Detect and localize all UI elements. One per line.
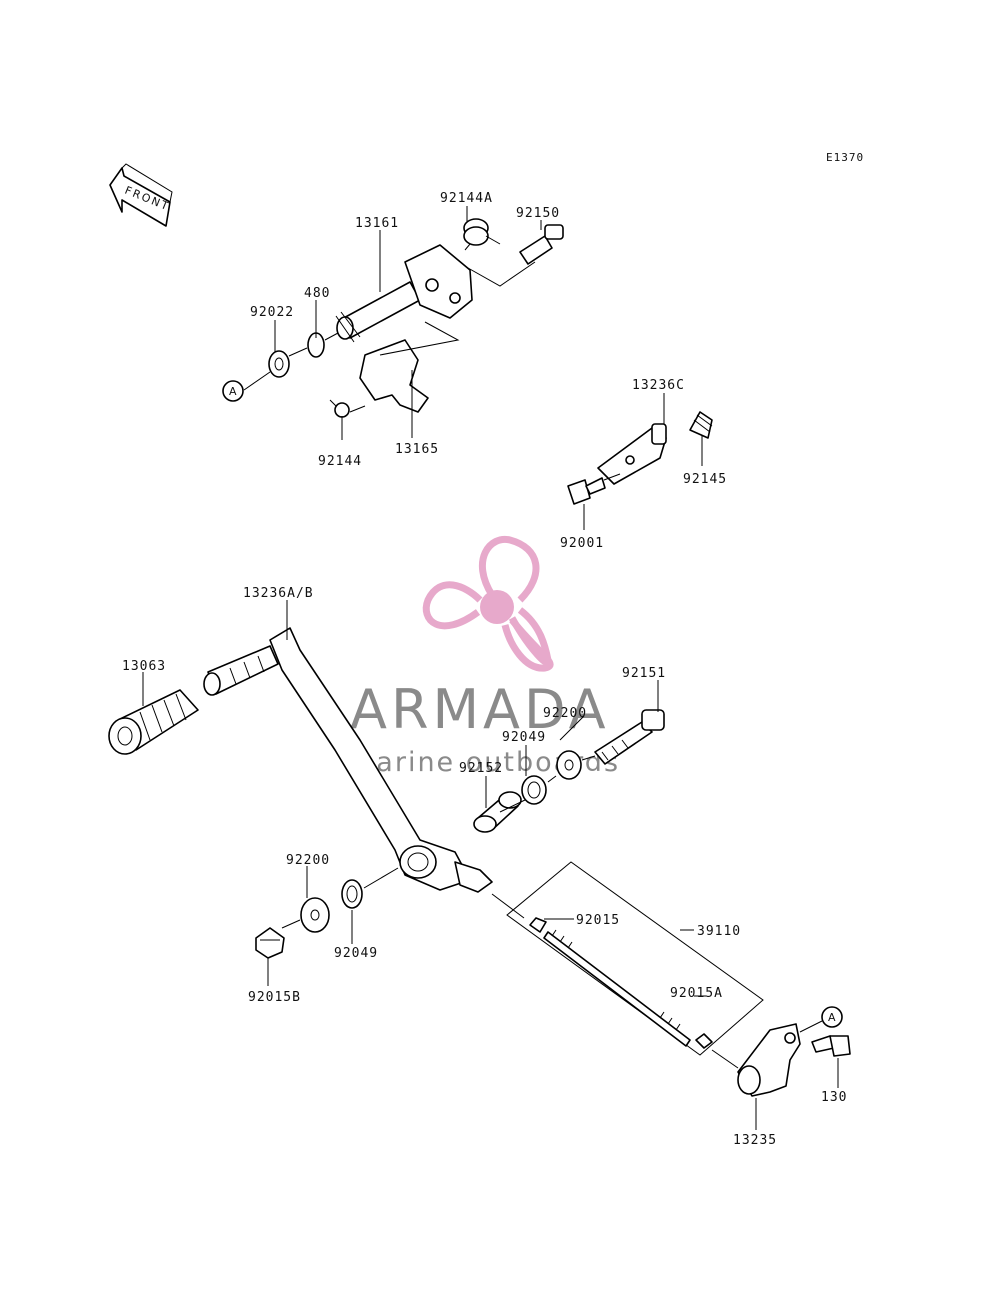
label-92049-upper: 92049 [502,730,546,745]
pin-92150 [519,224,564,265]
arm-13235 [711,1023,851,1097]
shift-rod-39110 [506,861,764,1056]
propeller-hub [480,590,514,624]
label-92022: 92022 [250,305,294,320]
label-92015: 92015 [576,913,620,928]
label-92049-lower: 92049 [334,946,378,961]
label-92152: 92152 [459,761,503,776]
collar-92152 [473,791,522,833]
armada-logo: ARMADA marine outboards [348,535,618,778]
propeller-icon [422,535,554,672]
washer-92049-lower [341,879,363,909]
label-130: 130 [821,1090,847,1105]
shift-pedal-assembly: A [108,627,851,1097]
spring-92144 [329,399,366,418]
label-92200-lower: 92200 [286,853,330,868]
label-92001: 92001 [560,536,604,551]
part-labels: 92144A 92150 13161 480 92022 92144 13165… [122,191,847,1148]
label-92015B: 92015B [248,990,301,1005]
spring-92144A [463,218,501,251]
label-13161: 13161 [355,216,399,231]
nut-92015B [255,927,285,959]
label-13236AB: 13236A/B [243,586,314,601]
callout-a-bottom [821,1006,843,1028]
arm-13236C [567,411,713,505]
label-92015A: 92015A [670,986,723,1001]
label-92200-upper: 92200 [543,706,587,721]
label-92145: 92145 [683,472,727,487]
shift-shaft-assembly: A [222,218,564,418]
label-92144A: 92144A [440,191,493,206]
svg-text:A: A [828,1011,836,1024]
label-13235: 13235 [733,1133,777,1148]
label-39110: 39110 [697,924,741,939]
svg-text:A: A [229,385,237,398]
rubber-13063 [108,689,199,755]
washer-92200-lower [300,897,330,933]
label-92144: 92144 [318,454,362,469]
label-480: 480 [304,286,330,301]
callout-a-top [222,380,244,402]
label-13165: 13165 [395,442,439,457]
label-13236C: 13236C [632,378,685,393]
bolt-92151 [594,709,665,765]
brand-name: ARMADA [350,678,610,741]
label-13063: 13063 [122,659,166,674]
diagram-code: E1370 [826,151,864,164]
front-arrow-icon: FRONT [109,163,173,227]
label-92150: 92150 [516,206,560,221]
washer-92022 [268,350,290,378]
label-92151: 92151 [622,666,666,681]
